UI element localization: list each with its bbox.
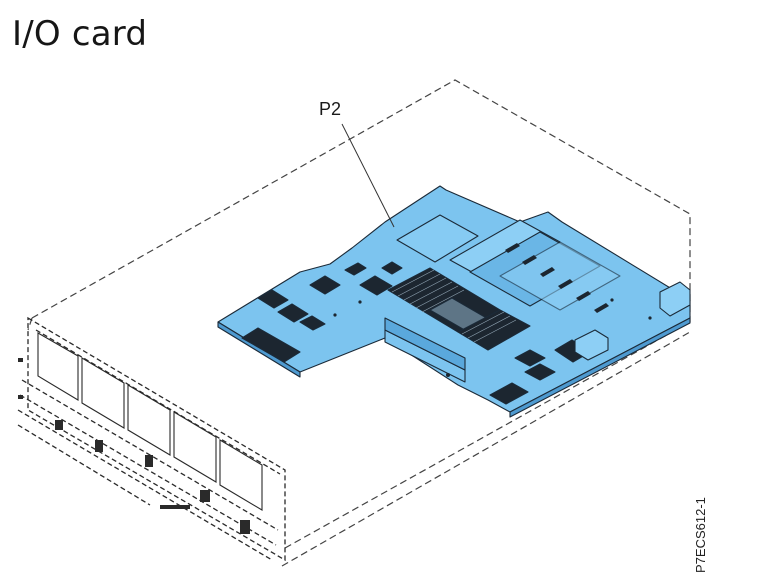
callout-label-p2: P2 [319, 99, 342, 119]
chassis-outline [27, 79, 691, 567]
figure-id: P7ECS612-1 [693, 497, 708, 573]
io-card-board [217, 185, 691, 418]
front-bezel [17, 316, 286, 562]
page-title: I/O card [12, 14, 148, 54]
callout-leader-line [341, 123, 395, 228]
